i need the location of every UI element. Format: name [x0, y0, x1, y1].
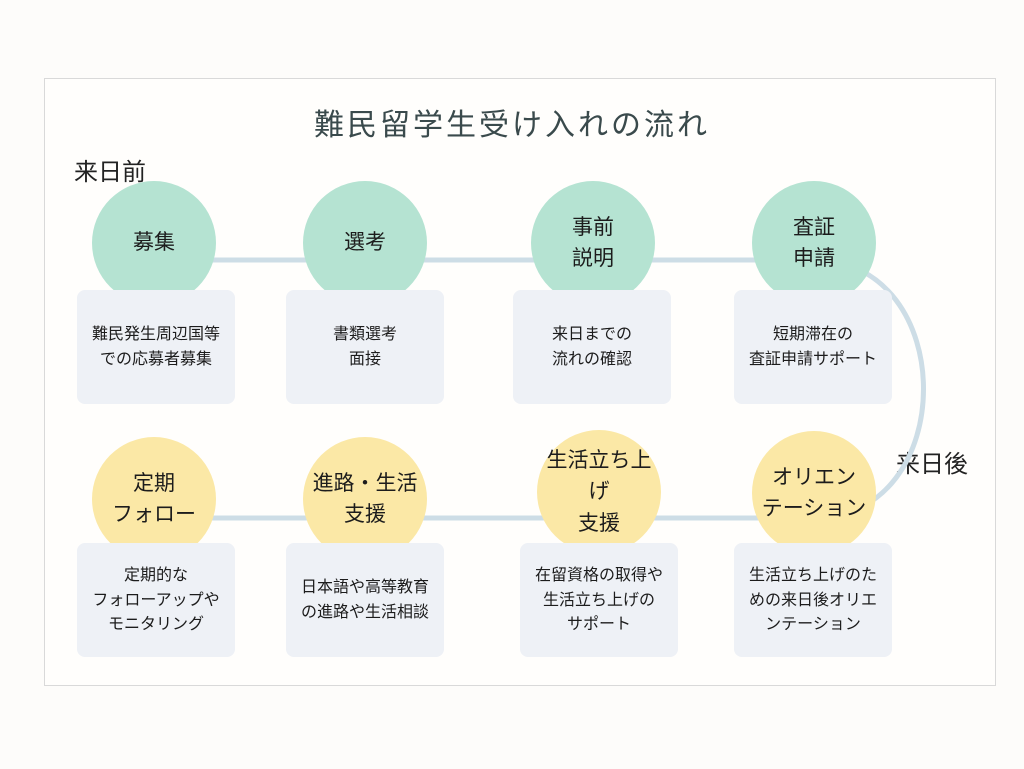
step-card-visa: 短期滞在の 査証申請サポート	[734, 290, 892, 404]
step-circle-visa: 査証 申請	[752, 181, 876, 305]
step-circle-follow-up: 定期 フォロー	[92, 437, 216, 561]
step-card-settling-support: 在留資格の取得や 生活立ち上げの サポート	[520, 543, 678, 657]
step-circle-selection: 選考	[303, 181, 427, 305]
step-card-recruitment: 難民発生周辺国等 での応募者募集	[77, 290, 235, 404]
step-card-career-life-support: 日本語や高等教育 の進路や生活相談	[286, 543, 444, 657]
diagram-title: 難民留学生受け入れの流れ	[314, 108, 710, 143]
phase-label-before: 来日前	[74, 158, 146, 186]
step-circle-career-life-support: 進路・生活 支援	[303, 437, 427, 561]
step-card-follow-up: 定期的な フォローアップや モニタリング	[77, 543, 235, 657]
step-card-orientation: 生活立ち上げのた めの来日後オリエ ンテーション	[734, 543, 892, 657]
step-circle-recruitment: 募集	[92, 181, 216, 305]
step-card-selection: 書類選考 面接	[286, 290, 444, 404]
step-card-briefing: 来日までの 流れの確認	[513, 290, 671, 404]
step-circle-settling-support: 生活立ち上げ 支援	[537, 430, 661, 554]
step-circle-briefing: 事前 説明	[531, 181, 655, 305]
step-circle-orientation: オリエン テーション	[752, 431, 876, 555]
